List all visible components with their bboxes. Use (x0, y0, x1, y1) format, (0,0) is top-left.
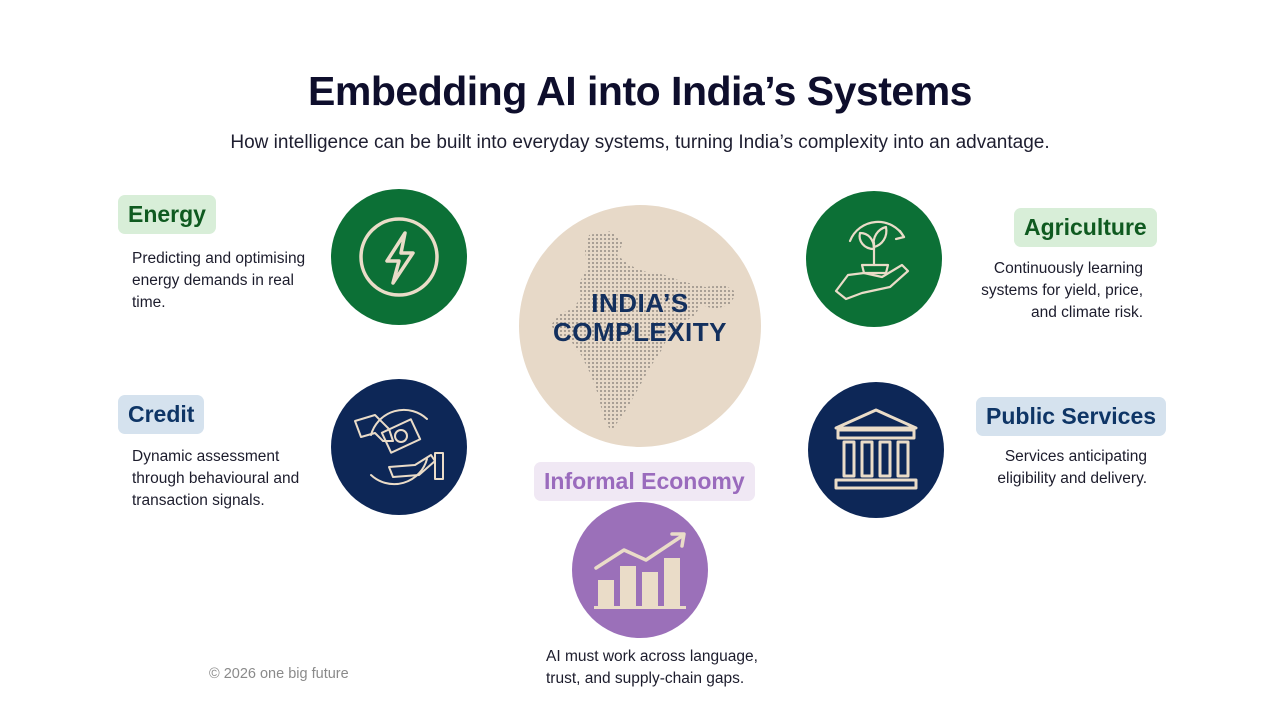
informal-economy-description: AI must work across language, trust, and… (546, 646, 758, 690)
energy-desc-line: Predicting and optimising (132, 250, 306, 267)
credit-description: Dynamic assessment through behavioural a… (132, 446, 299, 512)
informal-economy-desc-line: AI must work across language, (546, 648, 758, 665)
india-map-icon (551, 231, 737, 431)
growth-chart-icon (594, 532, 686, 609)
lightning-bolt-icon (359, 217, 439, 297)
credit-tag: Credit (118, 395, 205, 434)
public-services-desc-line: Services anticipating (1004, 448, 1147, 465)
energy-desc-line: time. (132, 294, 166, 311)
copyright-footer: © 2026 one big future (209, 666, 349, 682)
public-services-circle (808, 382, 944, 518)
center-circle (519, 205, 761, 447)
page-subtitle: How intelligence can be built into every… (230, 132, 1050, 153)
public-services-tag: Public Services (976, 397, 1167, 436)
agriculture-description: Continuously learning systems for yield,… (942, 258, 1143, 324)
agriculture-desc-line: systems for yield, price, (981, 282, 1143, 299)
center-label-line1: INDIA’S (591, 288, 689, 318)
agriculture-desc-line: Continuously learning (993, 260, 1143, 277)
credit-desc-line: Dynamic assessment (132, 448, 280, 465)
center-label-line2: COMPLEXITY (552, 317, 727, 347)
agriculture-tag: Agriculture (1014, 208, 1157, 247)
public-services-desc-line: eligibility and delivery. (997, 470, 1147, 487)
agriculture-desc-line: and climate risk. (1031, 304, 1143, 321)
agriculture-circle (806, 191, 942, 327)
government-building-icon (834, 408, 918, 490)
page-title: Embedding AI into India’s Systems (308, 68, 972, 114)
credit-desc-line: transaction signals. (132, 492, 265, 509)
money-exchange-hands-icon (354, 408, 444, 486)
energy-desc-line: energy demands in real (132, 272, 294, 289)
informal-economy-circle (572, 502, 708, 638)
credit-desc-line: through behavioural and (132, 470, 300, 487)
energy-circle (331, 189, 467, 325)
hand-plant-icon (834, 220, 910, 301)
informal-economy-desc-line: trust, and supply-chain gaps. (546, 670, 745, 687)
center-label: INDIA’S COMPLEXITY (519, 289, 761, 347)
energy-description: Predicting and optimising energy demands… (132, 248, 305, 314)
informal-economy-tag: Informal Economy (534, 462, 755, 501)
public-services-description: Services anticipating eligibility and de… (946, 446, 1147, 490)
energy-tag: Energy (118, 195, 216, 234)
credit-circle (331, 379, 467, 515)
